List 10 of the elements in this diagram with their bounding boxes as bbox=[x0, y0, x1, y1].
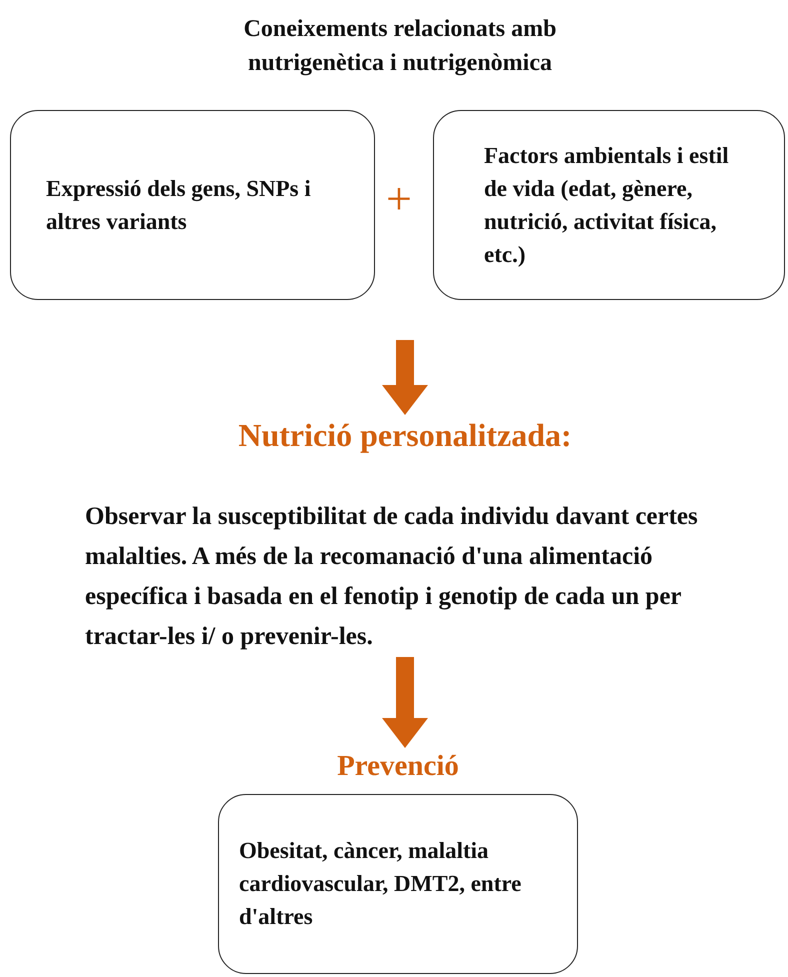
box-text: Expressió dels gens, SNPs i altres variants bbox=[46, 175, 312, 236]
block-arrow bbox=[382, 340, 428, 415]
diagram-title: Coneixements relacionats amb nutrigenètica i nutrigenòmica bbox=[242, 15, 558, 78]
plus-sign: + bbox=[386, 176, 412, 222]
box-text: Factors ambientals i estil de vida (edat, gènere, nutrició, activitat física, etc.) bbox=[484, 142, 730, 269]
block-arrow bbox=[382, 657, 428, 748]
section-heading: Nutrició personalitzada: bbox=[237, 416, 573, 455]
box-text: Obesitat, càncer, malaltia cardiovascular, DMT2, entre d'altres bbox=[239, 837, 522, 932]
section-heading: Prevenció bbox=[336, 749, 460, 784]
description-text: Observar la susceptibilitat de cada individu davant certes malalties. A més de la recomanació d'una alimentació específica i basada en el fenotip i genotip de cada un per tractar-les i/ o prevenir-les. bbox=[85, 502, 699, 652]
